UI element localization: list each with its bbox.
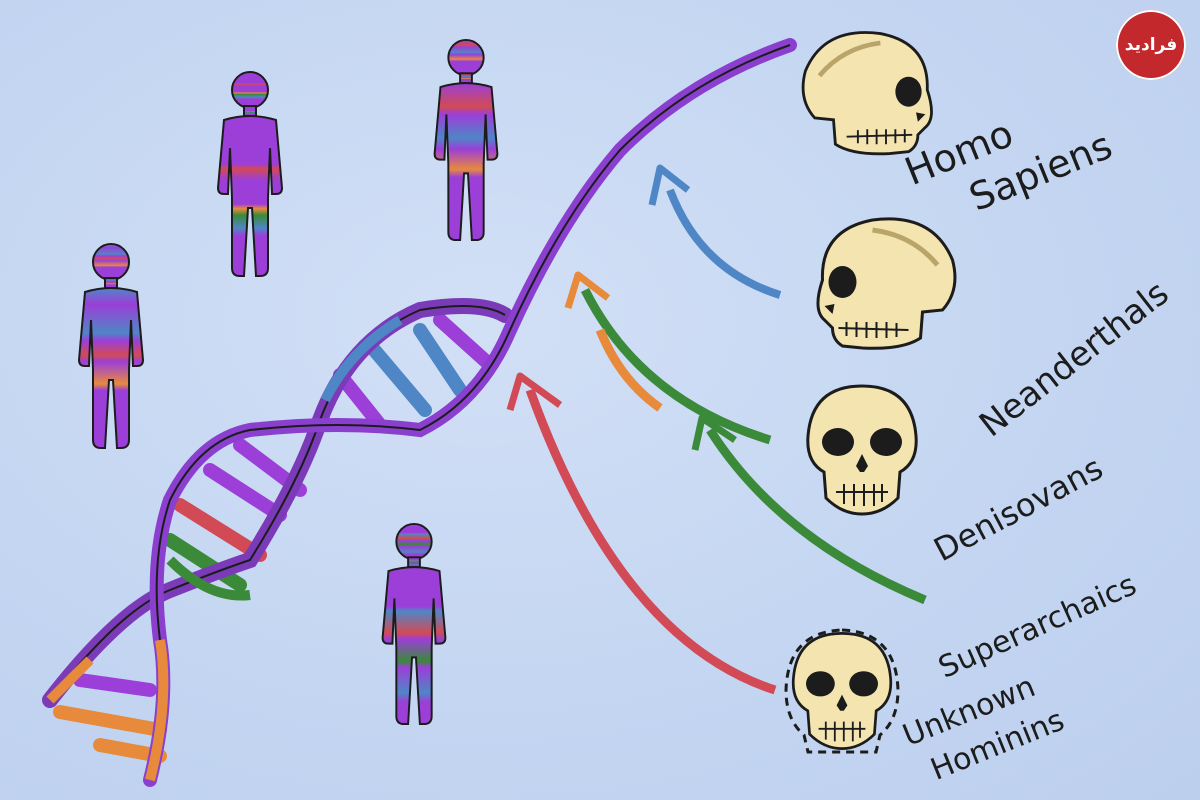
human-figure [77,242,145,450]
human-figure [433,38,499,242]
arrow-superarchaics [691,414,927,605]
watermark-text: فرادید [1124,35,1178,55]
svg-text:Neanderthals: Neanderthals [972,273,1176,445]
label-unknown-hominins: Unknown Hominins [898,669,1069,788]
svg-text:Denisovans: Denisovans [928,449,1109,570]
dna-helix [42,38,797,787]
arrow-unknown-hominins [506,372,777,695]
watermark-logo: فرادید [1116,10,1186,80]
arrow-denisovans [564,271,772,445]
arrow-neanderthals-to-sapiens [648,164,782,299]
human-figure [216,70,284,278]
human-figure [381,522,447,726]
skull-icon-homo-sapiens [803,32,931,153]
svg-text:Superarchaics: Superarchaics [933,567,1141,685]
label-superarchaics: Superarchaics [933,567,1141,685]
label-denisovans: Denisovans [928,449,1109,570]
skull-icon-denisovans [806,384,918,516]
skull-icon-unknown-hominins [784,628,900,754]
label-neanderthals: Neanderthals [972,273,1176,445]
skull-icon-neanderthals [818,219,955,348]
